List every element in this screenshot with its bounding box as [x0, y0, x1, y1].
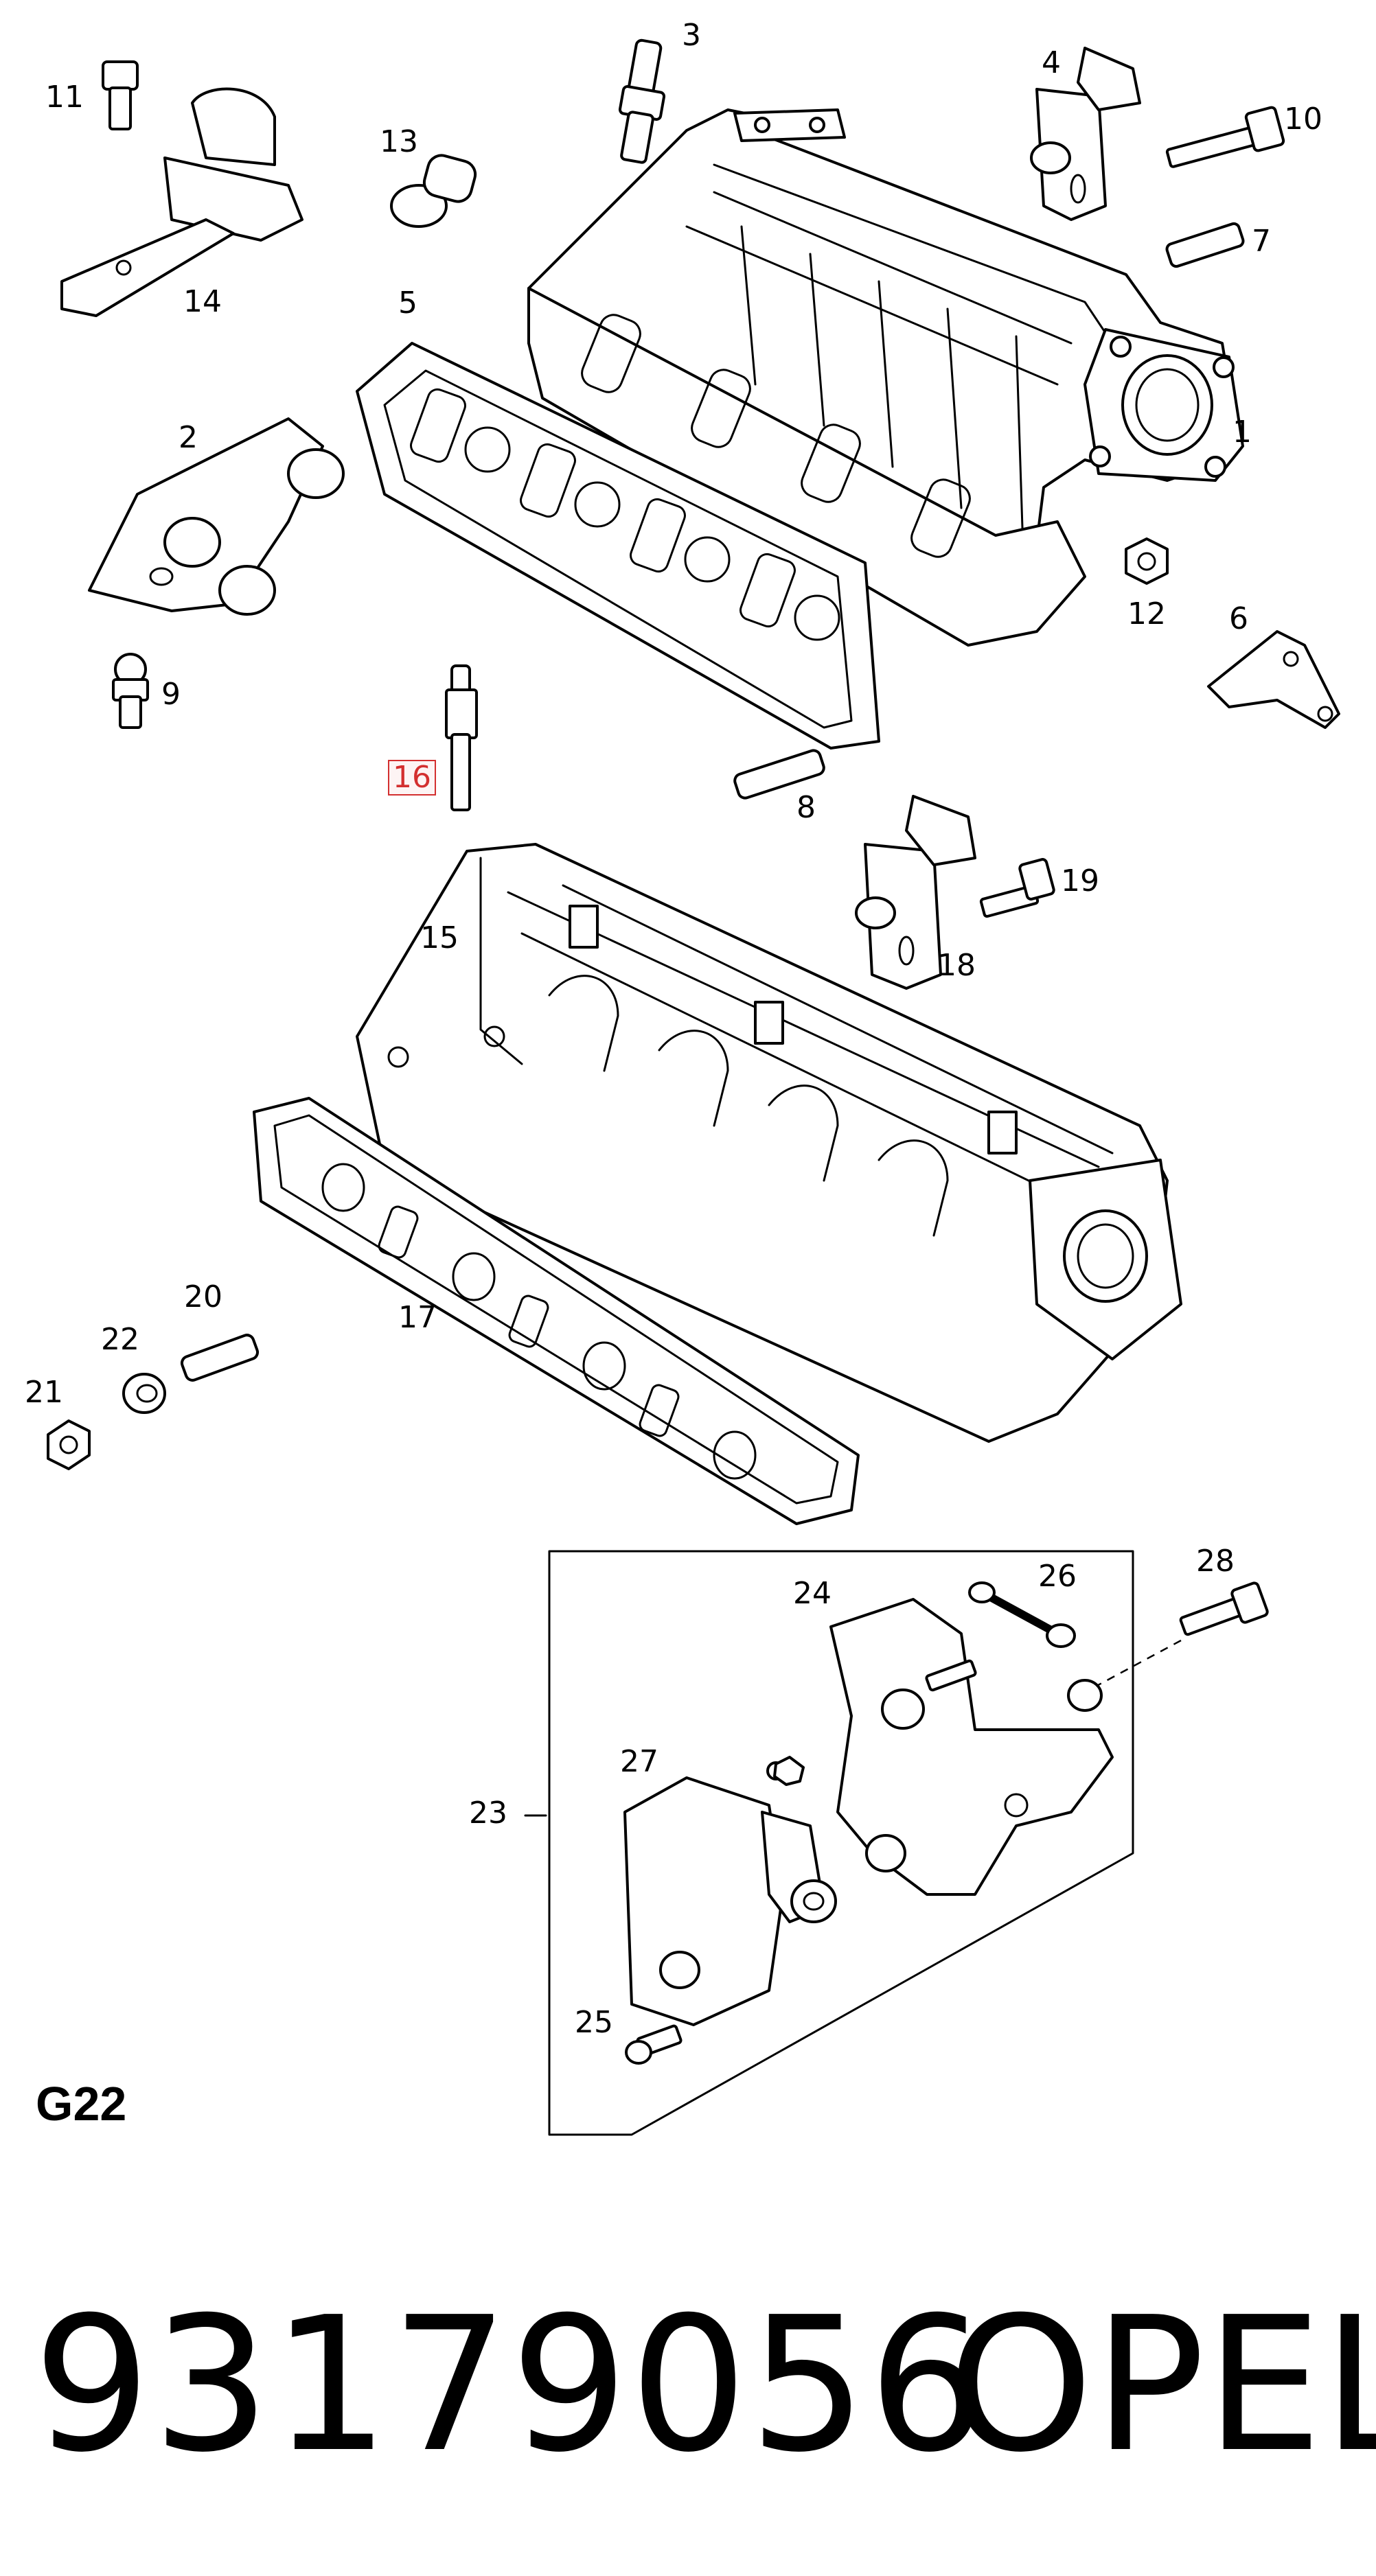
part-14-clamp-bracket[interactable] [60, 87, 303, 317]
part-22-washer[interactable] [122, 1373, 166, 1414]
part-23-assembly-frame [524, 1550, 1134, 2136]
callout-1: 1 [1232, 415, 1252, 450]
callout-6: 6 [1229, 601, 1248, 636]
callout-23: 23 [469, 1796, 507, 1831]
callout-16[interactable]: 16 [388, 760, 436, 796]
part-24-screw[interactable] [925, 1659, 977, 1692]
callout-27: 27 [620, 1744, 658, 1779]
part-6-bracket[interactable] [1207, 630, 1340, 729]
part-2-bracket[interactable] [88, 417, 345, 616]
callout-4: 4 [1042, 45, 1061, 80]
part-9-ball-stud[interactable] [112, 653, 149, 729]
part-17-gasket[interactable] [253, 1097, 860, 1525]
callout-9: 9 [161, 677, 181, 712]
callout-11: 11 [45, 80, 84, 115]
callout-12: 12 [1127, 596, 1166, 631]
part-number: 93179056 [33, 2277, 988, 2493]
callout-24: 24 [793, 1576, 832, 1611]
part-1-intake-manifold[interactable] [527, 108, 1244, 647]
part-8-stud[interactable] [733, 749, 826, 800]
part-11-bolt[interactable] [102, 60, 139, 130]
callout-5: 5 [398, 286, 417, 321]
section-code: G22 [36, 2077, 127, 2131]
callout-28: 28 [1196, 1544, 1235, 1579]
callout-21: 21 [25, 1375, 63, 1410]
part-15-lower-manifold[interactable] [356, 843, 1182, 1443]
callout-3: 3 [682, 18, 701, 53]
callout-25: 25 [575, 2005, 613, 2040]
part-3-stud[interactable] [618, 38, 666, 164]
callout-14: 14 [183, 284, 222, 319]
part-21-nut[interactable] [47, 1419, 91, 1470]
part-27-actuator[interactable] [623, 1756, 837, 2026]
callout-13: 13 [380, 124, 418, 159]
part-4-sensor[interactable] [1030, 47, 1141, 221]
callout-17: 17 [398, 1300, 437, 1335]
callout-19: 19 [1061, 863, 1099, 898]
part-13-cap[interactable] [390, 152, 479, 228]
part-28-bolt[interactable] [1067, 1581, 1269, 1712]
part-20-stud[interactable] [180, 1333, 260, 1382]
part-5-gasket[interactable] [356, 342, 880, 750]
brand-name: OPEL [948, 2277, 1376, 2493]
part-25-screw[interactable] [625, 2024, 683, 2065]
part-7-stud[interactable] [1165, 222, 1245, 268]
callout-20: 20 [184, 1279, 222, 1314]
callout-8: 8 [796, 790, 816, 825]
callout-18: 18 [937, 948, 976, 983]
callout-15: 15 [420, 920, 459, 955]
part-16-stud[interactable] [445, 664, 478, 811]
part-24-bracket[interactable] [829, 1598, 1114, 1896]
callout-10: 10 [1284, 102, 1322, 137]
callout-26: 26 [1038, 1559, 1077, 1594]
callout-22: 22 [101, 1322, 139, 1357]
part-10-bolt[interactable] [1165, 106, 1285, 168]
part-19-bolt[interactable] [979, 858, 1055, 918]
part-26-link[interactable] [968, 1581, 1076, 1648]
part-18-sensor[interactable] [855, 795, 976, 990]
callout-2: 2 [179, 420, 198, 455]
part-12-nut[interactable] [1125, 537, 1169, 585]
callout-7: 7 [1252, 224, 1271, 259]
